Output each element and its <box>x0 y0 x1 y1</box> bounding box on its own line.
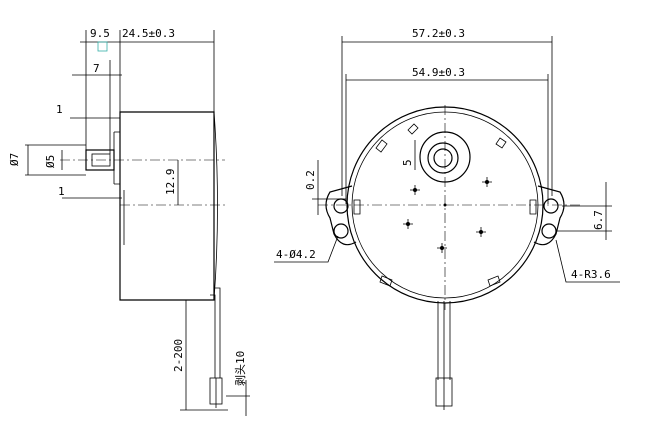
dim-body-depth: 24.5±0.3 <box>122 27 175 40</box>
mount-hole-right-bottom <box>541 223 557 239</box>
mount-step <box>113 131 120 185</box>
dim-dia5: Ø5 <box>44 155 57 168</box>
rim-clip-3 <box>495 137 507 149</box>
side-view: 9.5 24.5±0.3 7 1 1 Ø7 Ø5 12.9 2-200 剥头10 <box>8 27 250 416</box>
dim-lead-length: 2-200 <box>172 339 185 372</box>
leader-radius <box>555 239 620 283</box>
rim-clip-5 <box>487 275 501 287</box>
label-holes: 4-Ø4.2 <box>276 248 316 261</box>
leader-holes <box>274 235 339 263</box>
ear-right <box>533 185 565 246</box>
dim-offset: 12.9 <box>164 169 177 196</box>
mount-hole-left-bottom <box>333 223 349 239</box>
lead-wires <box>210 287 221 378</box>
gear-boss-mid <box>427 142 459 174</box>
dim-flat-length: 7 <box>93 62 100 75</box>
rivet-4 <box>479 230 483 234</box>
center-point <box>443 203 447 207</box>
dim-gear-offset: 5 <box>401 159 414 166</box>
label-radius: 4-R3.6 <box>571 268 611 281</box>
rivet-1 <box>413 188 417 192</box>
mount-hole-left-top <box>333 198 349 214</box>
motor-body-outline <box>119 111 215 301</box>
dim-ear-height: 6.7 <box>592 210 605 230</box>
output-shaft <box>433 148 453 168</box>
dim-dia7: Ø7 <box>8 153 21 166</box>
dim-top-offset: 0.2 <box>304 170 317 190</box>
rivet-5 <box>440 246 444 250</box>
mount-hole-right-top <box>543 198 559 214</box>
dim-shaft-length: 9.5 <box>90 27 110 40</box>
rim-clip-1 <box>375 139 388 153</box>
rivet-2 <box>485 180 489 184</box>
rim-clip-2 <box>407 123 419 135</box>
front-view: 57.2±0.3 54.9±0.3 <box>274 27 620 410</box>
dim-step-2: 1 <box>58 185 65 198</box>
dim-step-1: 1 <box>56 103 63 116</box>
rim-clip-7 <box>529 199 537 215</box>
body-end-curve <box>213 111 218 301</box>
rim-clip-4 <box>379 275 393 287</box>
marker-square <box>97 41 108 52</box>
rivet-3 <box>406 222 410 226</box>
ear-left <box>325 185 357 246</box>
dim-hole-span: 54.9±0.3 <box>412 66 465 79</box>
dim-outer-span: 57.2±0.3 <box>412 27 465 40</box>
front-lead-wires <box>437 301 451 380</box>
rivet-marks <box>403 177 492 253</box>
rim-clip-6 <box>353 199 361 215</box>
dim-strip-length: 剥头10 <box>234 351 247 386</box>
